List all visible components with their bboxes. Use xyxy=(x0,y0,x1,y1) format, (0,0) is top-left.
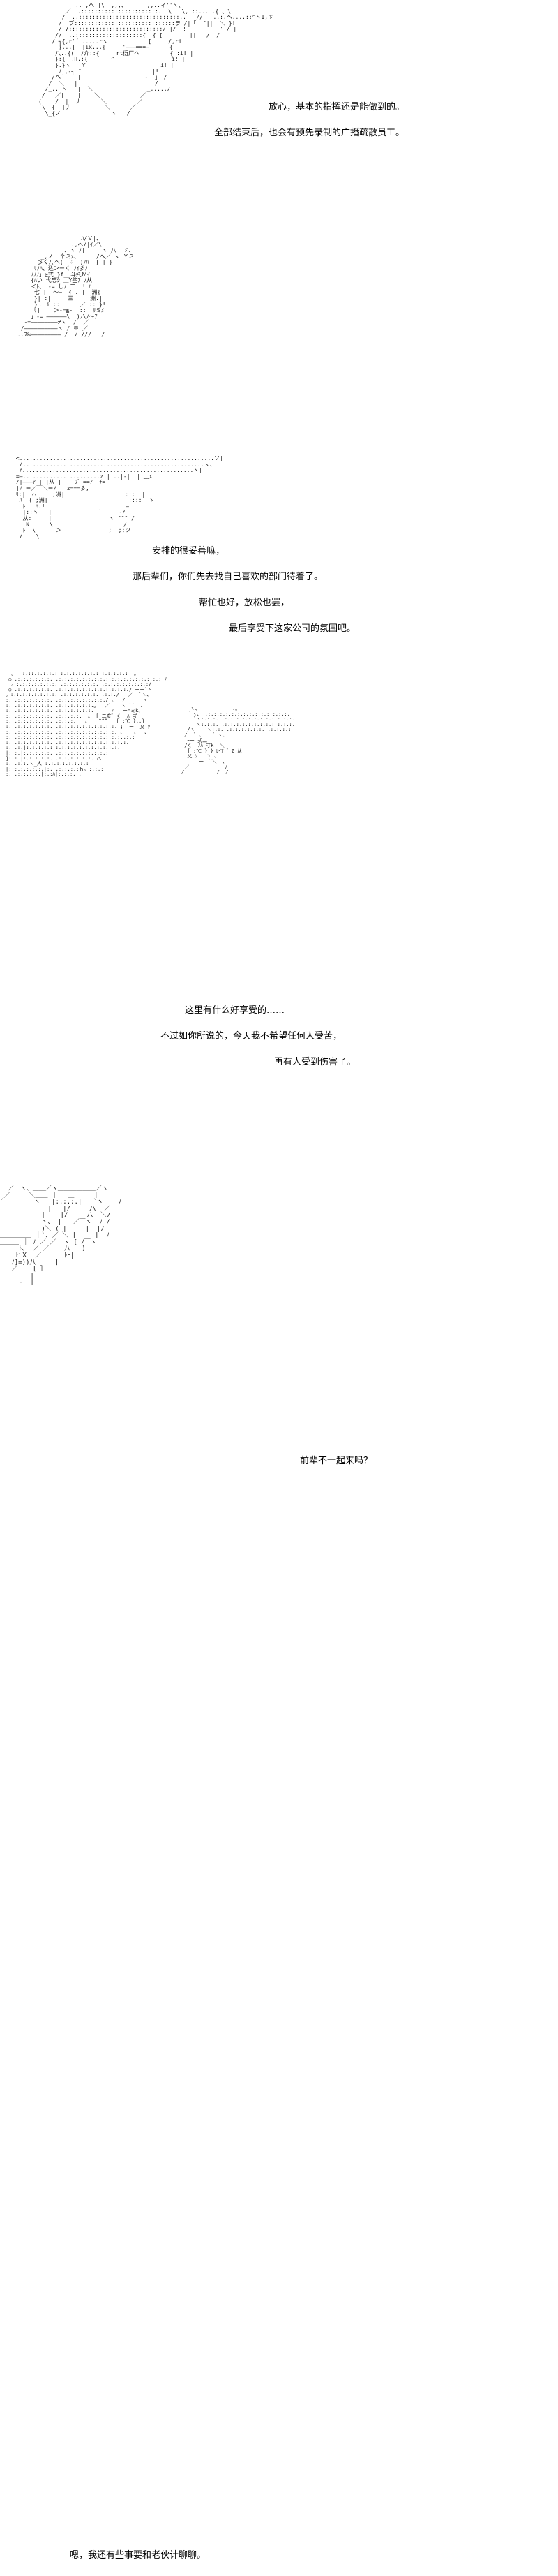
dialogue-group-3: 这里有什么好享受的…… 不过如你所说的，今天我不希望任何人受苦， 再有人受到伤害… xyxy=(160,1005,370,1083)
dialogue-group-5: 嗯，我还有些事要和老伙计聊聊。 xyxy=(70,2550,300,2576)
dialogue-line: 那后辈们，你们先去找自己喜欢的部门待着了。 xyxy=(133,572,324,582)
panel-5: ／￣ヽ、＿＿／ヽ＿＿＿＿＿＿／ヽ ／ ＼＿＿ ｜￣|＿ ｜ ´ ヽ |:.:.:… xyxy=(0,1180,558,2561)
dialogue-line: 放心，基本的指挥还是能做到的。 xyxy=(268,102,405,112)
ascii-art-long-hair-man: <.......................................… xyxy=(15,455,223,540)
ascii-art-seated-woman: ﾊ/Ｖ|、 .,ヘ/|ｲ／\ ___ 、ヽ ﾉ| |ヽ 八 ゞ、_ _,ノ 个ミ… xyxy=(17,235,138,338)
dialogue-line: 最后享受下这家公司的氛围吧。 xyxy=(228,623,356,634)
panel-4: 。 :.::.:.:.:.:.:.:.:.:.:.:.:.:.:.:.:.: 。… xyxy=(0,667,558,1466)
dialogue-line: 这里有什么好享受的…… xyxy=(185,1005,285,1016)
panel-3: <.......................................… xyxy=(0,450,558,1067)
ascii-art-girl-right: ヽ、 .。 ｀ヽ、 .:.:.:.:.:.:.:.:.:.:.:.:.:.:. … xyxy=(181,706,295,776)
dialogue-group-2: 安排的很妥善嘛， 那后辈们，你们先去找自己喜欢的部门待着了。 帮忙也好，放松也罢… xyxy=(133,546,356,649)
dialogue-line: 全部结束后，也会有预先录制的广播疏散员工。 xyxy=(213,128,405,138)
dialogue-line: 嗯，我还有些事要和老伙计聊聊。 xyxy=(70,2550,206,2561)
ascii-art-girl-left: 。 :.::.:.:.:.:.:.:.:.:.:.:.:.:.:.:.:.: 。… xyxy=(6,671,167,778)
dialogue-line: 帮忙也好，放松也罢， xyxy=(198,598,289,608)
dialogue-group-1: 放心，基本的指挥还是能做到的。 全部结束后，也会有预先录制的广播疏散员工。 xyxy=(195,102,405,154)
ascii-art-suited-man: .. ,ヘ |\ ,,,、 _,,..ィ''ヽ、 ／ .::::::::::::… xyxy=(38,2,274,117)
dialogue-group-4: 前辈不一起来吗？ xyxy=(300,1456,432,1481)
dialogue-line: 安排的很妥善嘛， xyxy=(152,546,225,556)
dialogue-line: 前辈不一起来吗？ xyxy=(300,1456,373,1466)
panel-2: ﾊ/Ｖ|、 .,ヘ/|ｲ／\ ___ 、ヽ ﾉ| |ヽ 八 ゞ、_ _,ノ 个ミ… xyxy=(0,230,558,634)
dialogue-line: 不过如你所说的，今天我不希望任何人受苦， xyxy=(160,1031,342,1042)
panel-1: .. ,ヘ |\ ,,,、 _,,..ィ''ヽ、 ／ .::::::::::::… xyxy=(0,0,558,216)
dialogue-line: 再有人受到伤害了。 xyxy=(273,1057,356,1067)
ascii-art-large-figure: ／￣ヽ、＿＿／ヽ＿＿＿＿＿＿／ヽ ／ ＼＿＿ ｜￣|＿ ｜ ´ ヽ |:.:.:… xyxy=(0,1185,122,1287)
